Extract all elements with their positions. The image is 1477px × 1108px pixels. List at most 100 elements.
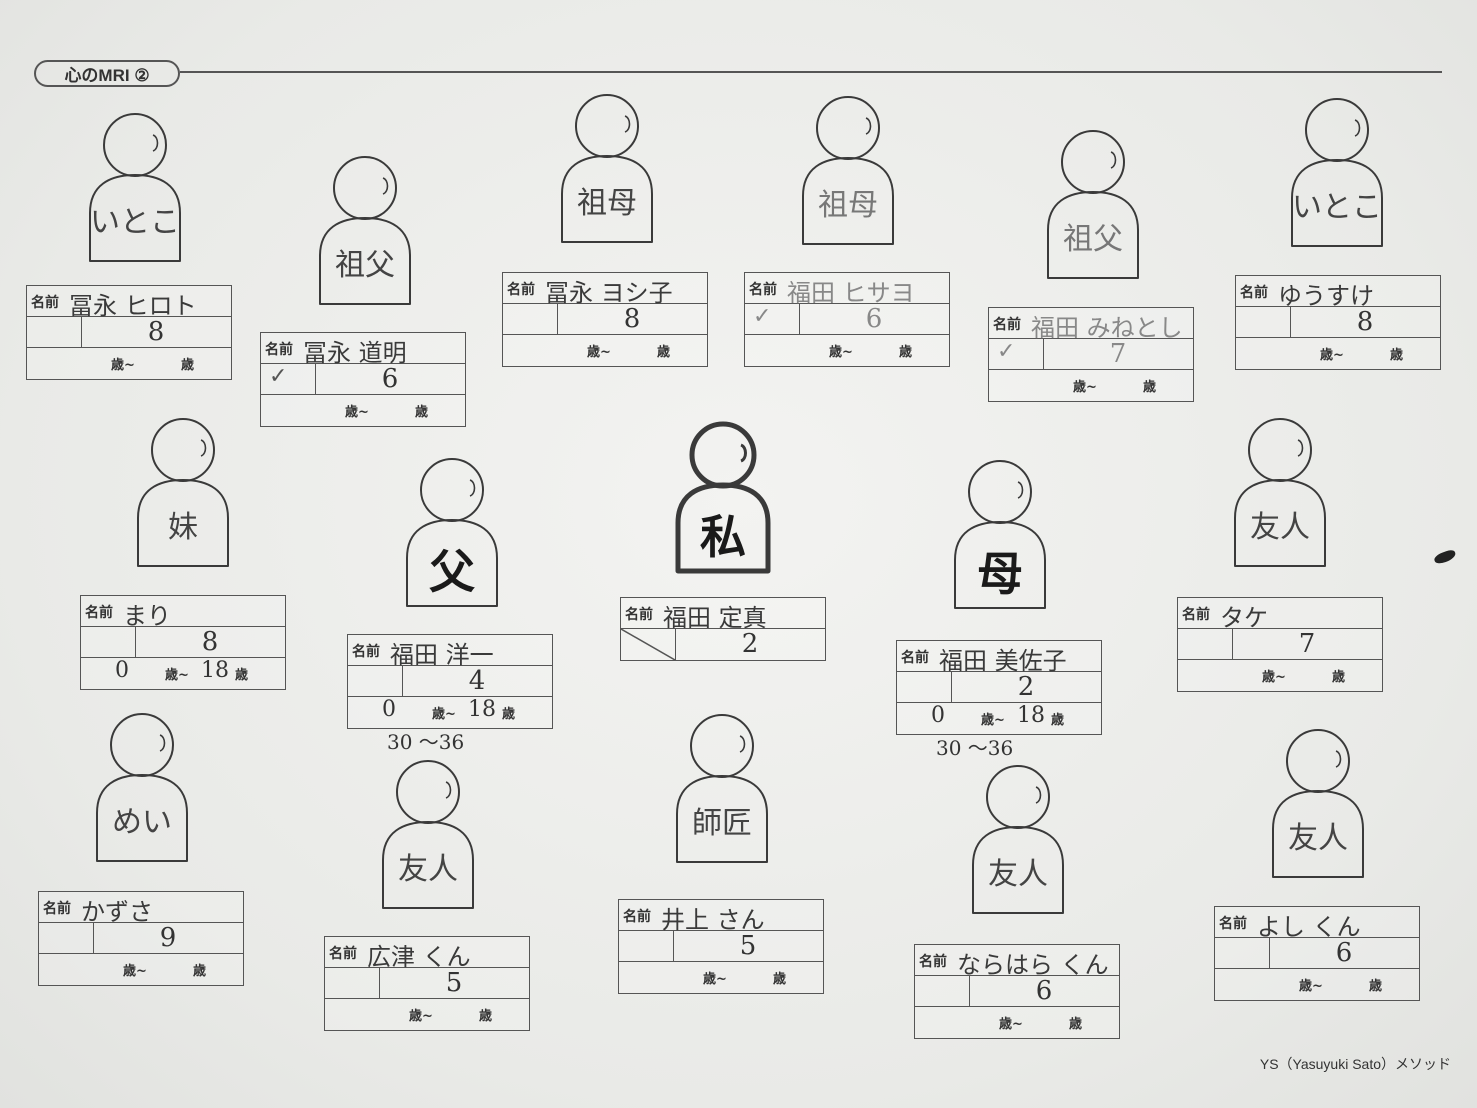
- name-row: 名前冨永 ヒロト: [27, 286, 231, 320]
- age-caption-end: 歳: [899, 345, 913, 360]
- figure-role-label: 祖父: [1063, 222, 1123, 257]
- cell-divider: [1290, 307, 1291, 337]
- cell-divider: [93, 923, 94, 953]
- person-icon: [96, 713, 188, 862]
- age-caption-start: 歳~: [345, 405, 369, 420]
- person-name: 福田 ヒサヨ: [787, 279, 915, 307]
- score-value: 6: [865, 304, 883, 334]
- age-caption-end: 歳: [1369, 979, 1383, 994]
- age-caption-end: 歳: [181, 358, 195, 373]
- name-caption: 名前: [352, 644, 380, 660]
- age-caption-end: 歳: [415, 405, 429, 420]
- score-row: ✓7: [989, 339, 1193, 370]
- age-caption-end: 歳: [502, 707, 516, 722]
- figure-role-label: めい: [112, 805, 172, 840]
- figure-role-label: 母: [977, 547, 1023, 601]
- person-icon: [675, 421, 771, 574]
- age-to: 18: [1017, 703, 1045, 728]
- person-name: ゆうすけ: [1278, 282, 1374, 310]
- name-row: 名前福田 ヒサヨ: [745, 273, 949, 307]
- score-value: 5: [739, 931, 757, 961]
- cell-divider: [675, 629, 676, 660]
- figure-role-label: 友人: [398, 852, 458, 887]
- check-mark: ✓: [753, 304, 772, 329]
- age-row: 歳~歳: [915, 1007, 1119, 1038]
- person-name: タケ: [1220, 604, 1268, 632]
- score-row: ✓6: [745, 304, 949, 335]
- cell-divider: [557, 304, 558, 334]
- person-icon: [319, 156, 411, 305]
- person-icon: [1291, 98, 1383, 247]
- name-caption: 名前: [623, 909, 651, 925]
- figure-role-label: 祖母: [818, 188, 878, 223]
- score-value: 4: [468, 666, 486, 696]
- cell-divider: [799, 304, 800, 334]
- name-caption: 名前: [43, 901, 71, 917]
- age-caption-start: 歳~: [111, 358, 135, 373]
- name-row: 名前よし くん: [1215, 907, 1419, 941]
- score-row: 9: [39, 923, 243, 954]
- score-value: 2: [1017, 672, 1035, 702]
- score-row: 6: [915, 976, 1119, 1007]
- score-value: 6: [381, 364, 399, 394]
- figure-role-label: 友人: [1288, 821, 1348, 856]
- age-row: 歳~歳: [503, 335, 707, 366]
- age-caption-end: 歳: [479, 1009, 493, 1024]
- cell-divider: [1232, 629, 1233, 659]
- score-value: 5: [445, 968, 463, 998]
- figure-role-label: いとこ: [1292, 190, 1382, 225]
- cell-divider: [1043, 339, 1044, 369]
- age-caption-start: 歳~: [829, 345, 853, 360]
- name-caption: 名前: [625, 607, 653, 623]
- score-row: 8: [27, 317, 231, 348]
- score-value: 2: [741, 629, 759, 659]
- score-value: 7: [1298, 629, 1316, 659]
- name-caption: 名前: [329, 946, 357, 962]
- age-row: 歳~ 歳: [745, 335, 949, 366]
- person-name: 冨永 ヨシ子: [545, 279, 673, 307]
- name-row: 名前福田 定真: [621, 598, 825, 632]
- extra-age-note: 30 ～36: [387, 730, 465, 754]
- figure-cousin-1: いとこ: [75, 113, 195, 273]
- score-value: 9: [159, 923, 177, 953]
- person-icon: [972, 765, 1064, 914]
- age-row: 歳~ 歳: [261, 395, 465, 426]
- score-row: 2: [621, 629, 825, 660]
- check-mark: ✓: [269, 364, 288, 389]
- person-icon: [1234, 418, 1326, 567]
- age-row: 歳~歳: [1178, 660, 1382, 691]
- age-from: 0: [115, 658, 129, 683]
- figure-role-label: 祖父: [335, 248, 395, 283]
- name-caption: 名前: [31, 295, 59, 311]
- figure-friend-4: 友人: [1258, 729, 1378, 889]
- cell-divider: [135, 627, 136, 657]
- score-row: 2: [897, 672, 1101, 703]
- figure-niece: めい: [82, 713, 202, 873]
- age-caption-end: 歳: [1390, 348, 1404, 363]
- cell-divider: [379, 968, 380, 998]
- figure-friend-3: 友人: [958, 765, 1078, 925]
- person-icon: [561, 94, 653, 243]
- person-name: 広津 くん: [367, 943, 471, 971]
- age-from: 0: [931, 703, 945, 728]
- name-row: 名前ゆうすけ: [1236, 276, 1440, 310]
- age-row: 歳~ 歳: [27, 348, 231, 379]
- person-icon: [382, 760, 474, 909]
- extra-age-note: 30 ～36: [936, 736, 1014, 760]
- figure-grandmother-1: 祖母: [547, 94, 667, 254]
- person-icon: [406, 458, 498, 607]
- person-name: 福田 洋一: [390, 641, 494, 669]
- age-row: 歳~歳: [989, 370, 1193, 401]
- person-name: 冨永 ヒロト: [69, 292, 197, 320]
- name-caption: 名前: [85, 605, 113, 621]
